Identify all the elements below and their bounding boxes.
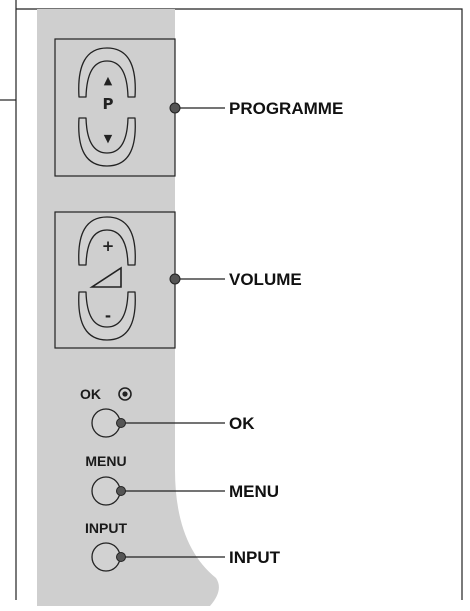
plus-icon: +	[102, 237, 115, 255]
arrow-down-icon: ▼	[104, 132, 113, 145]
programme-up-button[interactable]: ▲	[78, 47, 136, 98]
programme-callout-label: PROGRAMME	[229, 99, 343, 118]
volume-down-button[interactable]: -	[78, 291, 136, 341]
volume-callout-dot	[169, 273, 181, 285]
ok-callout-dot	[116, 418, 126, 428]
input-button-label: INPUT	[85, 520, 127, 536]
volume-group: + - VOLUME	[54, 211, 302, 349]
ok-button[interactable]	[91, 408, 121, 438]
input-callout-label: INPUT	[229, 548, 281, 567]
arrow-up-icon: ▲	[104, 74, 113, 87]
menu-button-label: MENU	[85, 453, 126, 469]
ok-button-label: OK	[80, 386, 101, 402]
volume-ramp-icon	[89, 266, 122, 288]
programme-p-label: P	[103, 95, 114, 113]
menu-group: MENU MENU	[85, 453, 279, 506]
menu-callout-label: MENU	[229, 482, 279, 501]
programme-callout-dot	[169, 102, 181, 114]
input-group: INPUT INPUT	[85, 520, 281, 572]
input-callout-dot	[116, 552, 126, 562]
volume-up-button[interactable]: +	[78, 216, 136, 266]
programme-group: ▲ P ▼ PROGRAMME	[54, 38, 343, 177]
ok-circle-icon	[118, 387, 132, 401]
minus-icon: -	[105, 307, 111, 325]
ok-callout-label: OK	[229, 414, 255, 433]
programme-down-button[interactable]: ▼	[78, 117, 136, 167]
ok-group: OK OK	[80, 386, 255, 438]
menu-button[interactable]	[91, 476, 121, 506]
menu-callout-dot	[116, 486, 126, 496]
input-button[interactable]	[91, 542, 121, 572]
volume-callout-label: VOLUME	[229, 270, 302, 289]
